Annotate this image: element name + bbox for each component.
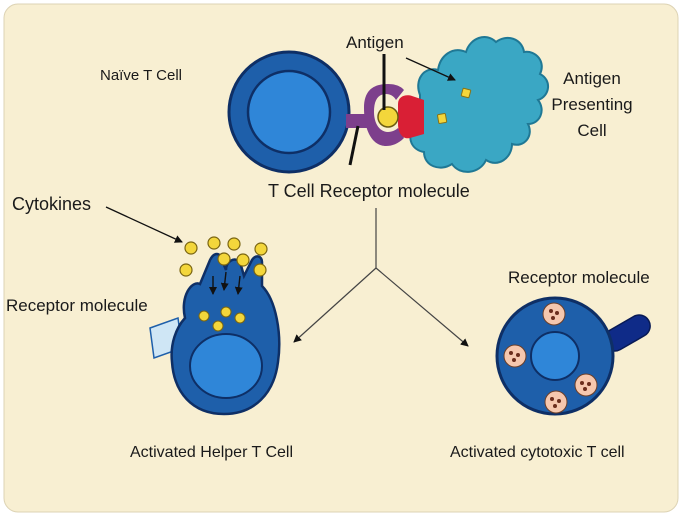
- cytokine: [207, 236, 221, 250]
- tcr-stem: [346, 114, 368, 128]
- mhc-antigen-complex: [377, 95, 424, 139]
- cytokine: [236, 253, 250, 267]
- antigen-presenting-cell: [407, 36, 549, 173]
- cytokine: [179, 263, 193, 277]
- helper-cell-nucleus: [189, 333, 263, 399]
- helper-t-cell: [149, 252, 281, 416]
- antigen-to-apc-arrow: [405, 57, 456, 81]
- cytokine: [227, 237, 241, 251]
- label-t-cell-receptor: T Cell Receptor molecule: [268, 181, 470, 201]
- branch-left-arrow: [293, 267, 377, 343]
- helper-granule: [198, 310, 210, 322]
- label-naive-t-cell: Naïve T Cell: [100, 67, 182, 84]
- tcr-cup: [364, 84, 404, 146]
- label-receptor-left: Receptor molecule: [6, 296, 148, 315]
- cytotoxic-granule: [574, 373, 598, 397]
- apc-antigen-fragment-1: [460, 87, 472, 99]
- label-helper-t-cell: Activated Helper T Cell: [130, 444, 293, 461]
- mhc-molecule: [398, 95, 424, 139]
- branch-right-arrow: [375, 267, 469, 347]
- cytotoxic-t-cell: [495, 296, 651, 416]
- cytokines-pointer: [105, 206, 183, 243]
- label-apc-line2: Presenting: [551, 95, 632, 114]
- apc-body: [407, 36, 549, 173]
- apc-antigen-fragment-2: [437, 113, 448, 124]
- helper-inner-arrow: [220, 271, 229, 291]
- cytotoxic-granule: [503, 344, 527, 368]
- helper-granule: [234, 312, 246, 324]
- label-cytotoxic-t-cell: Activated cytotoxic T cell: [450, 444, 625, 461]
- cytokine: [217, 252, 231, 266]
- naive-t-cell: [227, 50, 351, 174]
- label-apc-line1: Antigen: [563, 69, 621, 88]
- cytotoxic-granule: [542, 302, 566, 326]
- t-cell-receptor: [346, 84, 404, 146]
- helper-inner-arrow: [234, 275, 243, 295]
- helper-granule: [220, 306, 232, 318]
- antigen-molecule: [377, 106, 399, 128]
- helper-granule: [212, 320, 224, 332]
- cytokine: [253, 263, 267, 277]
- naive-cell-nucleus: [246, 69, 332, 155]
- label-receptor-right: Receptor molecule: [508, 268, 650, 287]
- cytokine: [184, 241, 198, 255]
- tcr-pointer: [348, 125, 360, 166]
- cytokine: [254, 242, 268, 256]
- cytotoxic-cell-nucleus: [530, 331, 580, 381]
- label-cytokines: Cytokines: [12, 194, 91, 214]
- label-antigen: Antigen: [346, 33, 404, 52]
- label-apc-line3: Cell: [577, 121, 606, 140]
- cytokines: [179, 236, 268, 277]
- cytotoxic-granule: [544, 390, 568, 414]
